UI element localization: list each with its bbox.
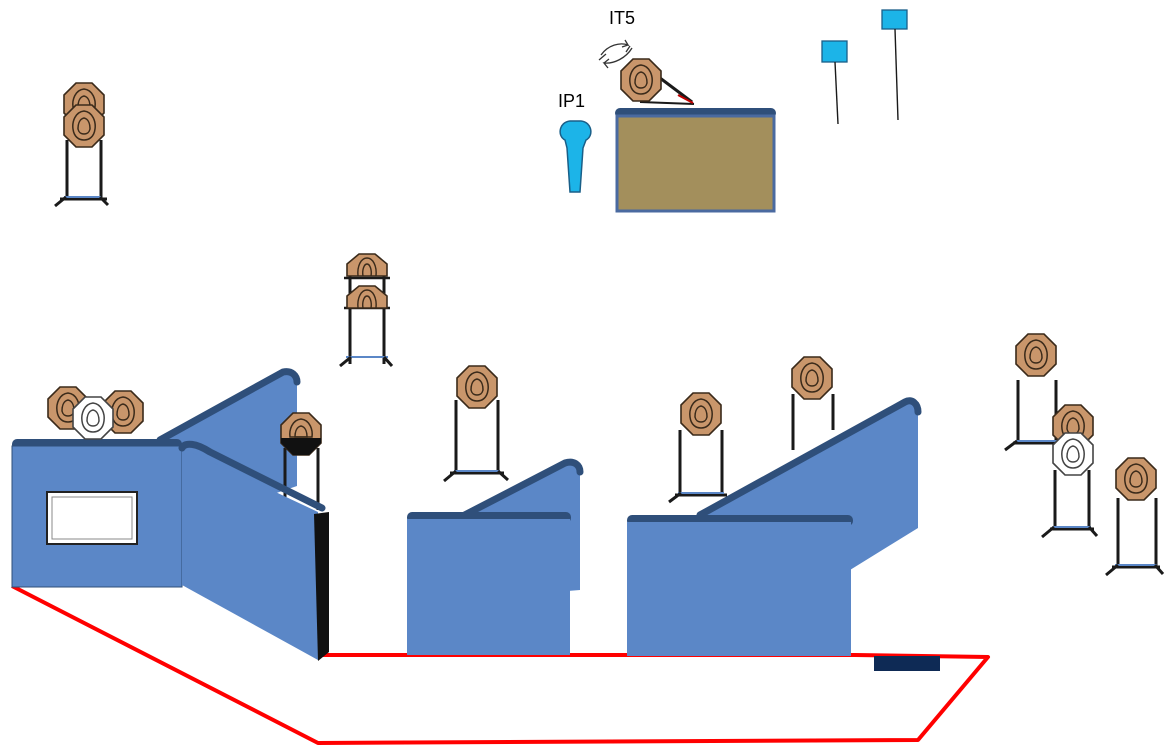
- targets-on-left-wall: [47, 386, 144, 440]
- flag-marker-icon: [881, 9, 908, 121]
- target-stand-far-right-bottom: [1105, 457, 1165, 577]
- steel-target-icon: [63, 104, 105, 148]
- no-shoot-target-icon: [72, 396, 114, 440]
- target-stand-center: [443, 365, 510, 483]
- wall-left-angled: [178, 440, 329, 661]
- target-stand-far-right-top: [1004, 333, 1060, 452]
- shooter-position-icon: [559, 120, 592, 193]
- steel-target-icon: [346, 253, 388, 277]
- swinging-target-it5: [620, 58, 695, 105]
- target-stand-far-right-middle: [1041, 404, 1099, 539]
- target-stand-right-low: [668, 392, 727, 504]
- wall-middle-front: [407, 512, 571, 655]
- steel-target-icon: [680, 392, 722, 436]
- steel-target-icon: [791, 356, 833, 400]
- no-shoot-target-icon: [1052, 432, 1094, 476]
- target-stand-middle-stacked: [339, 253, 394, 368]
- start-marker: [874, 656, 940, 671]
- target-stand-right-high: [791, 356, 835, 450]
- steel-target-icon: [620, 58, 662, 102]
- flag-marker-icon: [821, 40, 848, 125]
- table: [615, 108, 776, 213]
- target-label-it5: IT5: [609, 8, 635, 28]
- position-label-ip1: IP1: [558, 91, 585, 111]
- target-stand-top-left: [54, 82, 110, 208]
- steel-target-icon: [456, 365, 498, 409]
- steel-target-icon: [1015, 333, 1057, 377]
- rotate-arrows-icon: [598, 39, 633, 69]
- window-port: [46, 491, 138, 545]
- wall-right-front: [627, 515, 853, 656]
- steel-target-icon: [346, 285, 388, 309]
- steel-target-icon: [1115, 457, 1157, 501]
